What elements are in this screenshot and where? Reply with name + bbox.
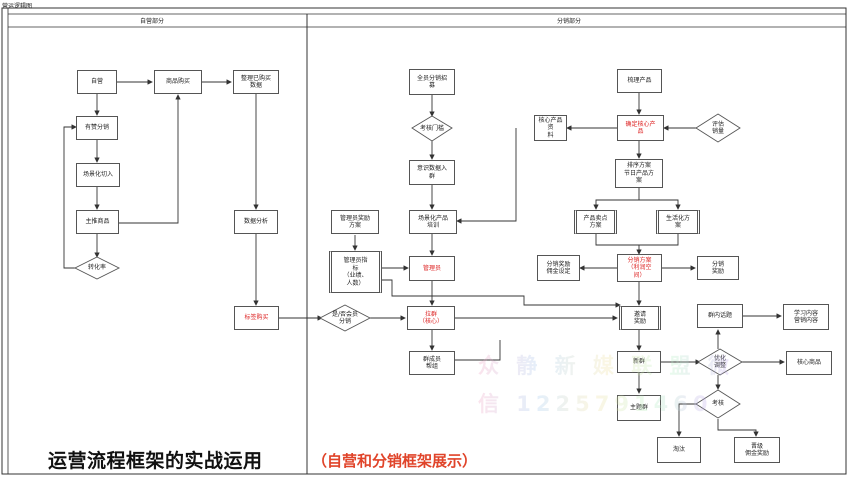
label-kaohe-menjian: 考核门槛	[419, 124, 444, 132]
edge-zhutui-goumai	[119, 94, 181, 224]
caption-sub: （自营和分销框架展示）	[312, 452, 478, 470]
node-zhuqunzhu: 主题群	[617, 395, 661, 421]
document-title: 营运逻辑图	[2, 3, 33, 10]
node-jinji-jiangli: 晋级 佣金奖励	[734, 437, 780, 463]
node-shuli-chanpin: 梳理产品	[617, 69, 662, 93]
node-youzan-fenxiao: 有赞分销	[76, 116, 118, 140]
edge-paixu-xuanpin	[593, 188, 640, 210]
node-chanpin-xuanpin: 产品卖点 方案	[574, 210, 617, 234]
label-shiyong-fenxiao: 是/否会员 分销	[331, 310, 359, 326]
label-kaohe: 考核	[711, 400, 724, 408]
node-yaoqing-jiangli: 邀请 奖励	[619, 306, 661, 330]
edge-xuanpin-fangan	[595, 233, 642, 255]
edge-qunchengyuan-up	[455, 340, 501, 361]
caption-main: 运营流程框架的实战运用	[48, 450, 263, 472]
node-fenxiao-jiangli-set: 分销奖励 佣金设定	[537, 255, 580, 281]
diamond-kaohe-menjian	[411, 115, 453, 142]
lane-title-self: 自营部分	[140, 18, 165, 25]
node-biaoqian-goumai: 标签购买	[234, 306, 279, 330]
diamond-kaohe	[695, 389, 741, 419]
node-changjing-peixun: 场景化产品 培训	[409, 210, 457, 234]
diamond-youhua-tiaozheng	[697, 348, 743, 376]
edge-zhuanhua-loop	[63, 124, 77, 269]
node-xuexi-neirong: 学习内容 营销内容	[783, 304, 829, 330]
node-guanliyuan-zhibiao: 管理员指 标 （业绩、 人数）	[329, 251, 382, 293]
node-fenxiao-fangan: 分销方案 （利润空 间）	[617, 254, 662, 282]
node-quanyuan-fenxiao: 全员分销招 募	[409, 69, 455, 95]
node-hexin-ziliao: 核心产品资 料	[534, 115, 567, 141]
node-changjing-qieru: 场景化切入	[76, 163, 120, 187]
label-pinggu-xiaoliang: 评估 销量	[711, 120, 724, 136]
node-shixi-shuju: 意识数据入 群	[409, 160, 455, 185]
node-shangpin-goumai: 商品购买	[154, 70, 202, 94]
node-ziying: 自营	[77, 70, 117, 94]
node-paixu-fangan: 排序方案 节日产品方 案	[615, 159, 663, 188]
diamond-pinggu-xiaoliang	[695, 113, 741, 143]
edge-kaohe-taotai	[676, 403, 699, 437]
diamond-zhuanhualv	[73, 256, 121, 280]
node-zhutui-shangpin: 主推商品	[76, 210, 119, 234]
document-frame	[1, 7, 847, 475]
node-guanliyuan: 管理员	[409, 256, 455, 281]
edge-shenghua-fangan	[639, 233, 679, 246]
node-queding-hexin: 确定核心产 品	[617, 115, 664, 141]
node-guanliyuan-jiangli: 管理员奖励 方案	[331, 210, 379, 234]
node-taotai: 淘汰	[657, 437, 701, 463]
node-shenghua-fangan: 生活化方 案	[656, 210, 700, 234]
watermark-line1: 众 静 新 媒 联 盟 微	[478, 350, 734, 380]
node-qunchengyuan: 群成员 帮组	[409, 351, 455, 375]
diamond-shiyong-fenxiao	[319, 304, 371, 332]
node-qunnei-huati: 群内话题	[697, 304, 743, 328]
edge-zhibiao-yaoqing	[382, 279, 621, 308]
label-zhuanhualv: 转化率	[87, 264, 106, 272]
edge-paixu-shenghua	[639, 199, 681, 210]
node-zhengli-goumai: 整理已购买 数据	[233, 70, 279, 94]
edge-ziliao-peixun	[456, 128, 517, 224]
node-hexin-shangpin: 核心商品	[786, 351, 832, 375]
lane-title-dist: 分销部分	[557, 18, 582, 25]
label-youhua-tiaozheng: 优化 调整	[713, 354, 726, 370]
edge-kaohe-jinji	[717, 419, 759, 437]
watermark-line2: 信 1225791460	[478, 388, 712, 418]
node-xinqun: 新群	[617, 351, 661, 373]
node-shuju-fenxi: 数据分析	[234, 210, 278, 234]
node-fenxiao-jiangli: 分销 奖励	[697, 256, 739, 280]
node-lagun: 拉群 （核心）	[407, 306, 455, 330]
